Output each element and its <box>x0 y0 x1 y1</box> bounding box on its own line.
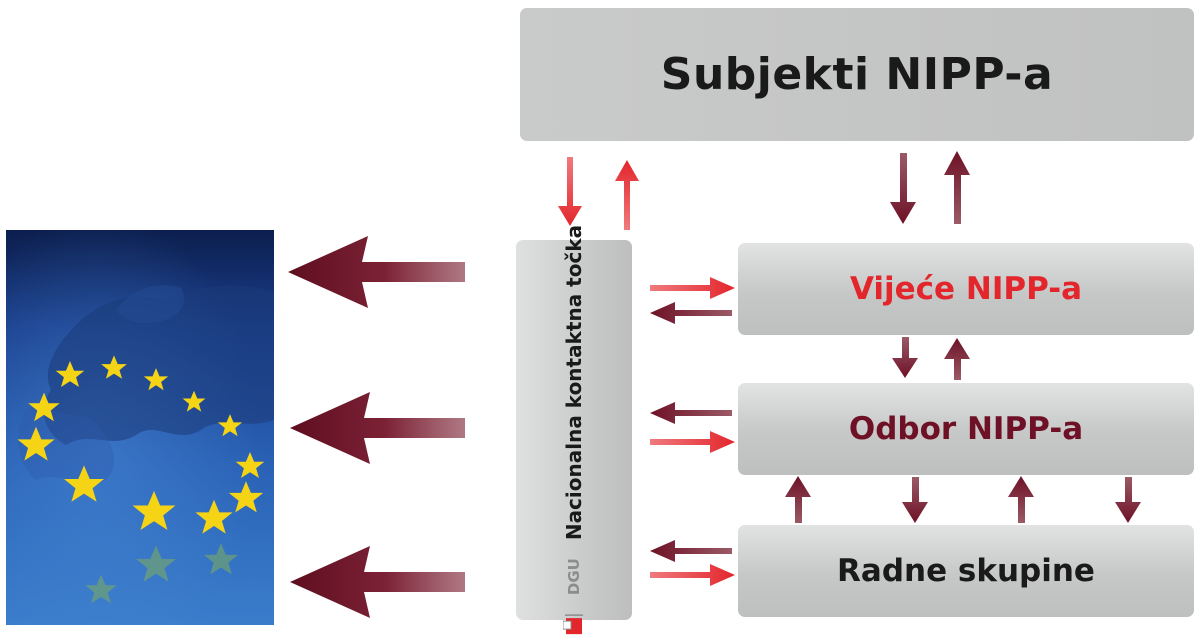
eu-flag-map-image <box>6 230 274 625</box>
radne-to-odbor-up-arrow-2 <box>1008 476 1034 523</box>
odbor-nipp-label: Odbor NIPP-a <box>848 411 1084 447</box>
nkt-to-vijece-right-arrow <box>650 277 735 299</box>
nacionalna-kontaktna-tocka-box: DGU Nacionalna kontaktna točka <box>516 225 632 635</box>
subjekti-nipp-box: Subjekti NIPP-a <box>520 8 1194 141</box>
odbor-nipp-box: Odbor NIPP-a <box>738 383 1194 475</box>
odbor-to-radne-down-arrow-1 <box>902 477 928 523</box>
radne-to-odbor-up-arrow-1 <box>785 476 811 523</box>
vijece-to-nkt-left-arrow <box>650 302 732 324</box>
dgu-logo-icon <box>563 614 583 635</box>
big-left-arrow-2 <box>290 392 465 464</box>
vijece-nipp-label: Vijeće NIPP-a <box>849 271 1083 307</box>
odbor-to-nkt-left-arrow <box>650 402 732 424</box>
vijece-to-odbor-down-arrow <box>892 337 918 378</box>
radne-skupine-label: Radne skupine <box>837 553 1095 589</box>
vijece-to-subjekti-up-arrow <box>944 151 970 224</box>
nkt-to-odbor-right-arrow <box>650 431 735 453</box>
vijece-nipp-box: Vijeće NIPP-a <box>738 243 1194 335</box>
radne-to-nkt-left-arrow <box>650 540 732 562</box>
dgu-logo-text: DGU <box>565 558 583 596</box>
odbor-to-radne-down-arrow-2 <box>1115 477 1141 523</box>
nkt-rotated-content: DGU Nacionalna kontaktna točka <box>562 225 586 635</box>
subjekti-nipp-label: Subjekti NIPP-a <box>660 49 1054 100</box>
big-left-arrow-1 <box>288 236 465 308</box>
nkt-to-subjekti-up-arrow <box>615 160 639 230</box>
dgu-logo: DGU <box>563 558 585 635</box>
big-left-arrow-3 <box>290 546 465 618</box>
radne-skupine-box: Radne skupine <box>738 525 1194 617</box>
subjekti-to-vijece-down-arrow <box>890 153 916 224</box>
odbor-to-vijece-up-arrow <box>944 338 970 380</box>
nkt-to-subjekti-down-arrow <box>558 157 582 226</box>
europe-map-icon <box>6 230 274 625</box>
nkt-label: Nacionalna kontaktna točka <box>562 224 586 541</box>
nkt-to-radne-right-arrow <box>650 564 735 586</box>
